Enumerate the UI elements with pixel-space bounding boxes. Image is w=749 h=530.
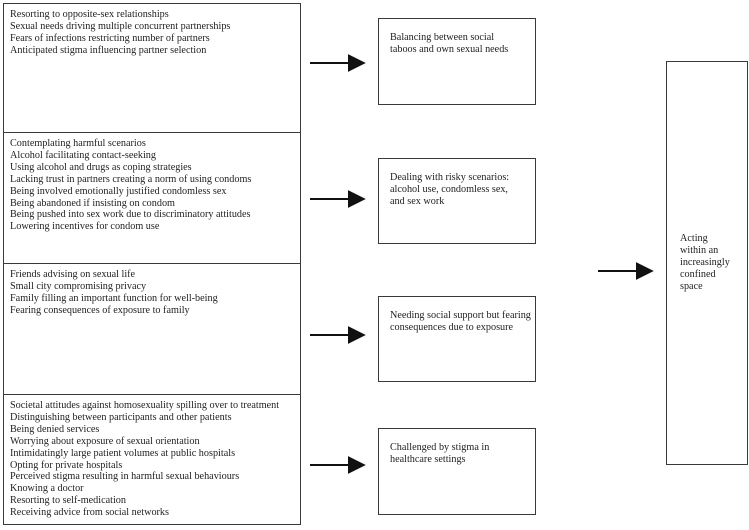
category-text: Challenged by stigma in: [390, 442, 490, 453]
theme-text: within an: [680, 244, 719, 256]
category-box-4: Challenged by stigma in healthcare setti…: [378, 428, 536, 515]
code-text: Using alcohol and drugs as coping strate…: [10, 161, 192, 173]
code-text: Knowing a doctor: [10, 483, 84, 495]
category-text: healthcare settings: [390, 453, 466, 465]
code-text: Friends advising on sexual life: [10, 269, 136, 280]
code-text: Perceived stigma resulting in harmful se…: [10, 471, 240, 483]
category-box-1: Balancing between social taboos and own …: [378, 18, 536, 105]
code-text: Being abandoned if insisting on condom: [10, 197, 175, 209]
code-text: Fearing consequences of exposure to fami…: [10, 304, 190, 316]
codes-box-3: Friends advising on sexual life Small ci…: [3, 263, 301, 395]
category-box-2: Dealing with risky scenarios: alcohol us…: [378, 158, 536, 244]
code-text: Being pushed into sex work due to discri…: [10, 209, 251, 221]
category-text: taboos and own sexual needs: [390, 43, 509, 55]
code-text: Contemplating harmful scenarios: [10, 138, 146, 149]
code-text: Anticipated stigma influencing partner s…: [10, 44, 207, 56]
theme-box: Acting within an increasingly confined s…: [666, 61, 748, 465]
code-text: Opting for private hospitals: [10, 459, 123, 471]
code-text: Lacking trust in partners creating a nor…: [10, 173, 252, 185]
code-text: Resorting to self-medication: [10, 495, 126, 507]
category-box-3: Needing social support but fearing conse…: [378, 296, 536, 382]
category-text: alcohol use, condomless sex,: [390, 183, 508, 195]
theme-text: increasingly: [680, 256, 730, 268]
theme-text: confined: [680, 268, 716, 280]
code-text: Lowering incentives for condom use: [10, 221, 160, 233]
code-text: Being involved emotionally justified con…: [10, 185, 227, 197]
category-text: consequences due to exposure: [390, 321, 514, 333]
code-text: Small city compromising privacy: [10, 280, 147, 292]
code-text: Intimidatingly large patient volumes at …: [10, 447, 236, 459]
code-text: Worrying about exposure of sexual orient…: [10, 435, 200, 447]
code-text: Sexual needs driving multiple concurrent…: [10, 20, 231, 32]
code-text: Societal attitudes against homosexuality…: [10, 400, 280, 411]
codes-box-1: Resorting to opposite-sex relationships …: [3, 3, 301, 133]
codes-box-4: Societal attitudes against homosexuality…: [3, 394, 301, 525]
code-text: Fears of infections restricting number o…: [10, 32, 210, 44]
code-text: Receiving advice from social networks: [10, 507, 169, 519]
code-text: Family filling an important function for…: [10, 292, 218, 304]
code-text: Alcohol facilitating contact-seeking: [10, 149, 156, 161]
category-text: Balancing between social: [390, 32, 495, 43]
code-text: Distinguishing between participants and …: [10, 411, 232, 423]
category-text: and sex work: [390, 195, 445, 207]
theme-text: Acting: [680, 233, 708, 244]
category-text: Dealing with risky scenarios:: [390, 172, 510, 183]
code-text: Resorting to opposite-sex relationships: [10, 9, 169, 20]
category-text: Needing social support but fearing: [390, 310, 531, 321]
codes-box-2: Contemplating harmful scenarios Alcohol …: [3, 132, 301, 264]
theme-text: space: [680, 280, 703, 292]
code-text: Being denied services: [10, 423, 100, 435]
